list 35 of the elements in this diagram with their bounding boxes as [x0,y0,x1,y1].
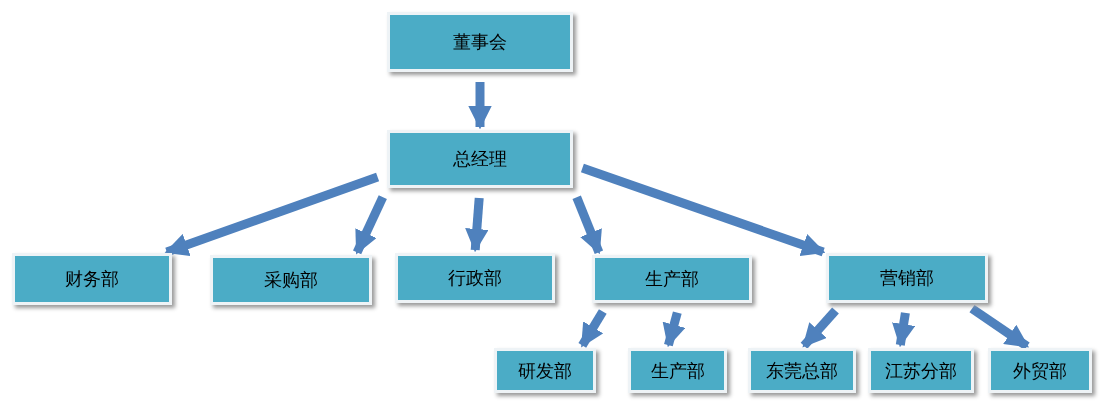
box-label: 总经理 [453,147,507,171]
arrow [572,195,604,255]
box-label: 行政部 [448,266,502,290]
arrow [578,309,607,348]
arrow [353,195,387,255]
arrow [164,172,380,257]
arrow [468,82,492,130]
department-box [592,255,752,303]
department-box [868,348,974,393]
department-box [210,255,372,305]
box-label: 营销部 [880,266,934,290]
box-label: 外贸部 [1013,358,1067,383]
department-box [628,348,727,393]
department-box [395,253,555,303]
department-box [387,12,573,72]
department-box [12,253,172,305]
arrow [892,312,916,348]
arrow [465,197,489,253]
arrow [969,304,1030,350]
department-box [494,348,596,393]
box-label: 生产部 [645,267,699,291]
box-label: 研发部 [518,358,572,383]
arrow [800,307,839,349]
arrow [662,311,686,348]
box-label: 财务部 [65,267,119,291]
box-label: 董事会 [453,30,507,54]
department-box [387,130,573,188]
box-label: 生产部 [650,358,705,383]
department-box [748,348,856,393]
box-label: 东莞总部 [766,358,838,383]
department-box [826,253,988,303]
department-box [988,348,1092,393]
arrow [580,163,826,257]
box-label: 采购部 [264,268,318,292]
box-label: 江苏分部 [885,358,957,383]
